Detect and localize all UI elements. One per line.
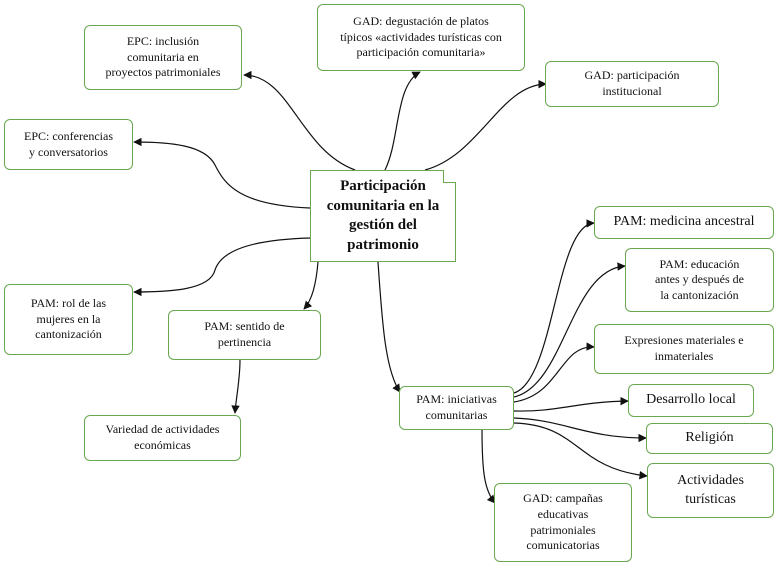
node-gad-campanas: GAD: campañas educativas patrimoniales c… xyxy=(494,483,632,562)
central-topic: Participación comunitaria en la gestión … xyxy=(310,170,456,262)
edge-to-religion xyxy=(513,417,647,443)
node-epc-conferencias: EPC: conferencias y conversatorios xyxy=(4,119,133,170)
node-epc-inclusion: EPC: inclusión comunitaria en proyectos … xyxy=(84,25,242,90)
edge-to-variedad xyxy=(231,359,241,414)
edge-to-actividades xyxy=(513,422,648,480)
node-pam-rol-mujeres: PAM: rol de las mujeres en la cantonizac… xyxy=(4,284,133,355)
node-religion: Religión xyxy=(646,423,773,454)
edge-to-epc-inclusion xyxy=(243,70,356,171)
central-topic-label: Participación comunitaria en la gestión … xyxy=(326,178,440,253)
edge-to-gad-participacion xyxy=(424,79,547,171)
node-pam-iniciativas: PAM: iniciativas comunitarias xyxy=(399,386,514,430)
edge-to-pam-medicina xyxy=(513,219,595,394)
edge-to-pam-educacion xyxy=(513,262,626,398)
edge-to-pam-rol-mujeres xyxy=(133,237,311,297)
node-actividades-turisticas: Actividades turísticas xyxy=(647,463,774,518)
edge-to-desarrollo xyxy=(513,396,629,412)
node-gad-degustacion: GAD: degustación de platos típicos «acti… xyxy=(317,4,525,71)
edge-to-gad-degustacion xyxy=(384,71,421,171)
node-pam-educacion: PAM: educación antes y después de la can… xyxy=(625,248,774,312)
node-expresiones: Expresiones materiales e inmateriales xyxy=(594,324,774,374)
edge-to-pam-iniciativas xyxy=(377,261,401,393)
edge-to-expresiones xyxy=(513,342,595,403)
node-pam-medicina: PAM: medicina ancestral xyxy=(594,206,774,239)
page-fold-corner xyxy=(443,170,456,183)
edge-to-gad-campanas xyxy=(481,427,496,504)
edge-to-epc-conferencias xyxy=(133,137,311,209)
node-variedad-actividades: Variedad de actividades económicas xyxy=(84,415,241,461)
node-gad-participacion: GAD: participación institucional xyxy=(545,61,719,107)
node-pam-sentido: PAM: sentido de pertinencia xyxy=(168,310,321,360)
node-desarrollo-local: Desarrollo local xyxy=(628,384,754,417)
edge-to-pam-sentido xyxy=(303,261,319,310)
